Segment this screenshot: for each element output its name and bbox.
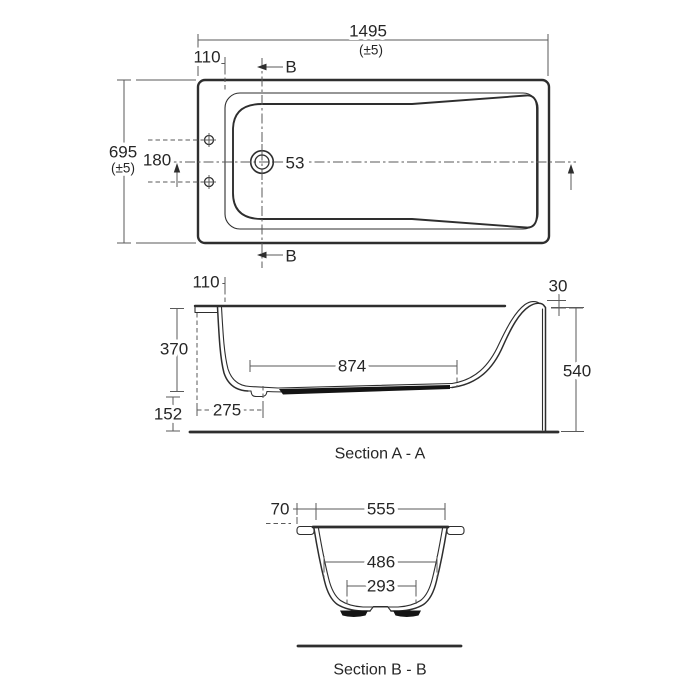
section-a-label: Section A - A [335, 446, 426, 463]
section-b-marker-top: B [257, 54, 300, 80]
left-wall-inner-b [317, 527, 399, 608]
right-wall-inner-b [397, 527, 444, 608]
dim-top-width: 555 [315, 496, 446, 522]
tap-hole-bottom [202, 175, 216, 189]
svg-text:30: 30 [549, 277, 568, 296]
dim-edge-offset-section: 110 [189, 269, 226, 416]
orientation-arrow [567, 164, 575, 190]
plan-view: 53 1495 (±5) 110 695 (±5) 180 B [105, 18, 576, 269]
tap-hole-top [202, 133, 216, 147]
svg-text:486: 486 [367, 553, 395, 572]
section-b-marker-bottom: B [257, 243, 300, 269]
head-wall-inner [220, 306, 251, 388]
dim-rim-edge-height: 30 [545, 273, 571, 316]
dim-overall-height: 540 [551, 307, 595, 432]
dim-waste-offset: 275 [196, 386, 264, 423]
dim-edge-offset-plan: 110 [190, 44, 226, 91]
left-arrow-icon [257, 63, 267, 71]
foot-pad-left [340, 610, 368, 617]
svg-text:180: 180 [143, 151, 171, 170]
right-wall-outer-b [390, 527, 448, 612]
dim-mid-width: 486 [323, 549, 438, 577]
section-b-view: 70 555 486 293 Section B - B [266, 496, 465, 682]
waste-recess [247, 390, 268, 398]
left-wall-outer-b [313, 527, 371, 612]
hole-extension-lines [148, 139, 203, 183]
up-arrow-icon [173, 163, 181, 173]
bottom-inner [249, 382, 453, 389]
foot-wall-inner [451, 301, 541, 385]
rim-flange-left [296, 525, 315, 536]
dim-base-height: 152 [150, 396, 186, 432]
dim-overall-length: 1495 (±5) [197, 18, 549, 76]
section-a-view: 110 370 152 275 874 30 540 Section A - [150, 269, 595, 466]
dim-rim-overhang: 70 [266, 496, 317, 524]
dim-hole-spacing: 180 [139, 147, 181, 187]
head-wall-outer [216, 306, 249, 392]
up-arrow-icon [567, 164, 575, 174]
left-arrow-icon [257, 251, 267, 259]
foot-wall-outer [451, 302, 547, 432]
svg-text:293: 293 [367, 577, 395, 596]
svg-text:540: 540 [563, 362, 591, 381]
dim-base-width: 293 [346, 573, 417, 606]
tub-opening-outline [232, 94, 538, 229]
svg-text:1495: 1495 [349, 22, 387, 41]
svg-text:152: 152 [154, 405, 182, 424]
svg-text:874: 874 [338, 357, 366, 376]
dim-flat-bottom-length: 874 [249, 353, 458, 387]
dim-width-tolerance: (±5) [111, 161, 135, 176]
svg-text:B: B [285, 247, 296, 266]
svg-text:B: B [285, 58, 296, 77]
dim-waste-diameter: 53 [286, 154, 305, 173]
svg-text:110: 110 [193, 48, 220, 67]
waste-outlet [245, 144, 281, 180]
dim-length-tolerance: (±5) [359, 43, 383, 58]
svg-text:555: 555 [367, 500, 395, 519]
svg-text:70: 70 [271, 500, 290, 519]
svg-text:370: 370 [160, 340, 188, 359]
svg-text:275: 275 [213, 401, 241, 420]
foot-pad-right [393, 610, 421, 617]
rim-lip [194, 305, 218, 314]
anti-slip-strip [279, 385, 450, 395]
dim-depth: 370 [156, 308, 192, 392]
dim-overall-width: 695 (±5) [105, 79, 196, 244]
section-b-label: Section B - B [333, 662, 426, 679]
svg-text:695: 695 [109, 143, 137, 162]
tub-rim-inner-outline [224, 92, 539, 230]
rim-flange-right [446, 525, 465, 536]
svg-text:110: 110 [192, 273, 219, 292]
